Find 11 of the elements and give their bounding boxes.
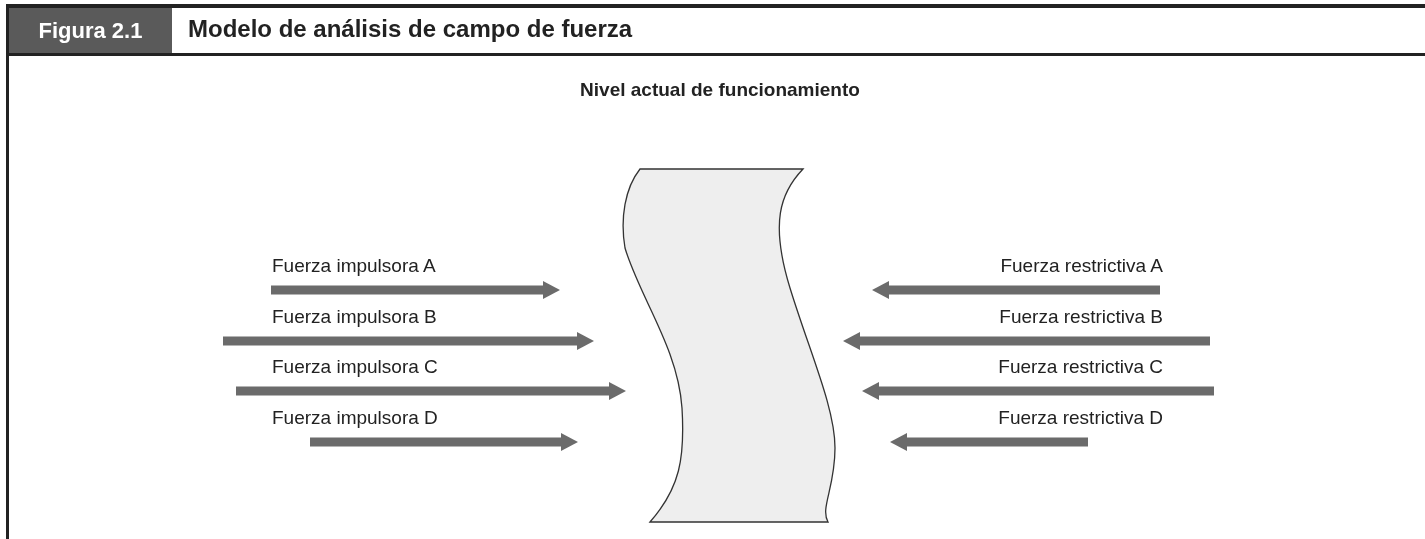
force-label: Fuerza impulsora C — [272, 355, 438, 379]
level-heading: Nivel actual de funcionamiento — [579, 78, 861, 102]
force-label: Fuerza restrictiva A — [1000, 254, 1163, 278]
force-label: Fuerza impulsora A — [272, 254, 436, 278]
figure-title: Modelo de análisis de campo de fuerza — [188, 14, 633, 44]
force-label: Fuerza impulsora D — [272, 406, 438, 430]
force-label: Fuerza impulsora B — [272, 305, 437, 329]
figure-tag: Figura 2.1 — [9, 8, 172, 53]
force-label: Fuerza restrictiva B — [999, 305, 1163, 329]
force-label: Fuerza restrictiva C — [998, 355, 1163, 379]
force-label: Fuerza restrictiva D — [998, 406, 1163, 430]
